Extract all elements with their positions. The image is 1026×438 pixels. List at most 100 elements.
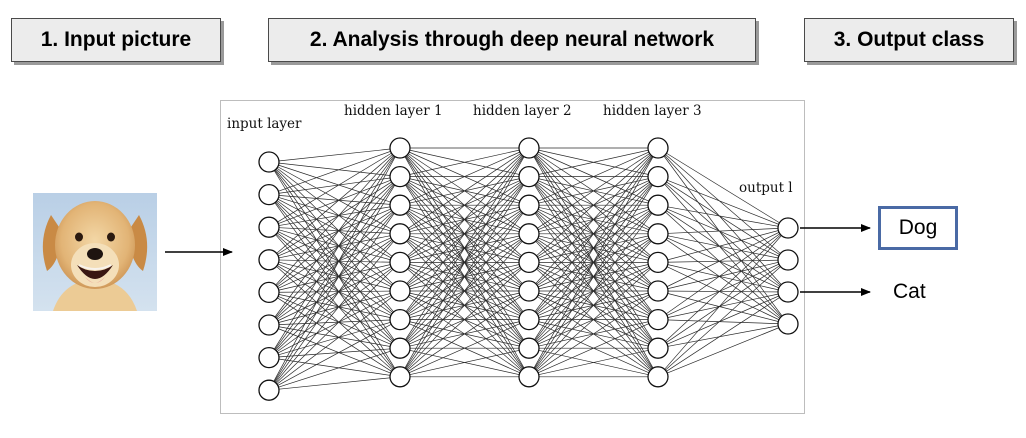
connection-edge: [268, 233, 401, 261]
connection-edge: [268, 204, 401, 391]
hidden-layer-3-label: hidden layer 3: [603, 103, 702, 119]
connection-edge: [268, 176, 401, 228]
connection-edge: [657, 290, 789, 325]
step-3-box: 3. Output class: [804, 18, 1014, 62]
connection-edge: [268, 262, 401, 358]
layer-2-node-4: [518, 251, 540, 274]
layer-0-node-7: [258, 379, 280, 401]
connection-edge: [528, 319, 659, 378]
layer-3-node-4: [647, 251, 669, 274]
connection-edge: [657, 233, 789, 293]
layer-0-node-2: [258, 216, 280, 238]
connection-edge: [657, 176, 789, 261]
connection-edge: [268, 319, 401, 358]
connection-edge: [528, 147, 659, 377]
connection-edge: [657, 204, 789, 293]
connection-edge: [528, 147, 659, 349]
layer-0-node-5: [258, 314, 280, 336]
connection-edge: [399, 147, 530, 349]
connection-edge: [268, 176, 401, 293]
connection-edge: [268, 226, 401, 292]
layer-1-node-1: [389, 165, 411, 188]
connection-edge: [268, 204, 401, 358]
layer-3-node-7: [647, 337, 669, 359]
connection-edge: [657, 259, 789, 378]
step-1-label: 1. Input picture: [40, 28, 192, 51]
connection-edge: [657, 323, 789, 378]
connection-edge: [657, 204, 789, 325]
connection-edge: [268, 147, 401, 326]
input-layer-label: input layer: [227, 116, 302, 132]
connection-edge: [657, 227, 789, 349]
connection-edge: [268, 292, 401, 320]
connection-edge: [268, 194, 401, 292]
layer-2-node-1: [518, 165, 540, 188]
layer-2-node-3: [518, 223, 540, 245]
connection-edge: [657, 176, 789, 325]
connection-edge: [268, 259, 401, 378]
layer-3-node-8: [647, 366, 669, 388]
connection-edge: [268, 161, 401, 320]
connection-edge: [268, 147, 401, 228]
step-1-box: 1. Input picture: [11, 18, 221, 62]
connection-edge: [399, 262, 530, 378]
connection-edge: [268, 262, 401, 293]
connection-edge: [399, 147, 530, 235]
connection-edge: [399, 147, 530, 292]
connection-edge: [268, 319, 401, 391]
connection-edge: [268, 176, 401, 261]
connection-edge: [657, 227, 789, 378]
connection-edge: [657, 204, 789, 229]
connection-edge: [268, 194, 401, 349]
connection-edge: [657, 233, 789, 261]
connection-edge: [657, 147, 789, 229]
connection-edge: [657, 291, 789, 378]
connection-edge: [528, 147, 659, 263]
connection-edge: [268, 233, 401, 358]
connection-edge: [399, 147, 530, 177]
layer-3-node-3: [647, 223, 669, 245]
connection-edge: [268, 147, 401, 358]
connection-edge: [657, 262, 789, 293]
connection-edge: [268, 194, 401, 235]
connection-edge: [657, 259, 789, 349]
connection-edge: [399, 204, 530, 378]
connection-edge: [657, 233, 789, 325]
connection-edge: [268, 347, 401, 391]
connection-edge: [399, 147, 530, 377]
connection-edge: [657, 204, 789, 261]
connection-edge: [399, 147, 530, 206]
connection-edge: [268, 233, 401, 391]
layer-2-node-8: [518, 366, 540, 388]
connection-edge: [268, 204, 401, 293]
connection-edge: [528, 147, 659, 235]
connection-edge: [399, 176, 530, 377]
connection-edge: [268, 233, 401, 326]
connection-edge: [268, 324, 401, 349]
connection-edge: [657, 227, 789, 235]
connection-edge: [528, 147, 659, 292]
layer-0-node-4: [258, 281, 280, 304]
layer-1-node-6: [389, 308, 411, 331]
connection-edge: [268, 204, 401, 326]
output-class-cat: Cat: [893, 280, 926, 303]
connection-edge: [268, 233, 401, 293]
connection-edge: [528, 147, 659, 320]
connection-edge: [657, 227, 789, 292]
connection-edge: [528, 262, 659, 378]
connection-edge: [268, 357, 401, 378]
layer-4-node-2: [777, 281, 799, 303]
connection-edge: [399, 290, 530, 378]
connection-edge: [268, 226, 401, 378]
connection-edge: [268, 204, 401, 261]
connection-edge: [399, 319, 530, 378]
connection-edge: [268, 176, 401, 195]
layer-1-node-8: [389, 366, 411, 388]
layer-2-node-0: [518, 137, 540, 159]
step-3-label: 3. Output class: [833, 28, 985, 51]
connection-edge: [657, 291, 789, 349]
layer-3-node-2: [647, 194, 669, 216]
layer-4-node-3: [777, 313, 799, 335]
layer-2-node-7: [518, 337, 540, 359]
